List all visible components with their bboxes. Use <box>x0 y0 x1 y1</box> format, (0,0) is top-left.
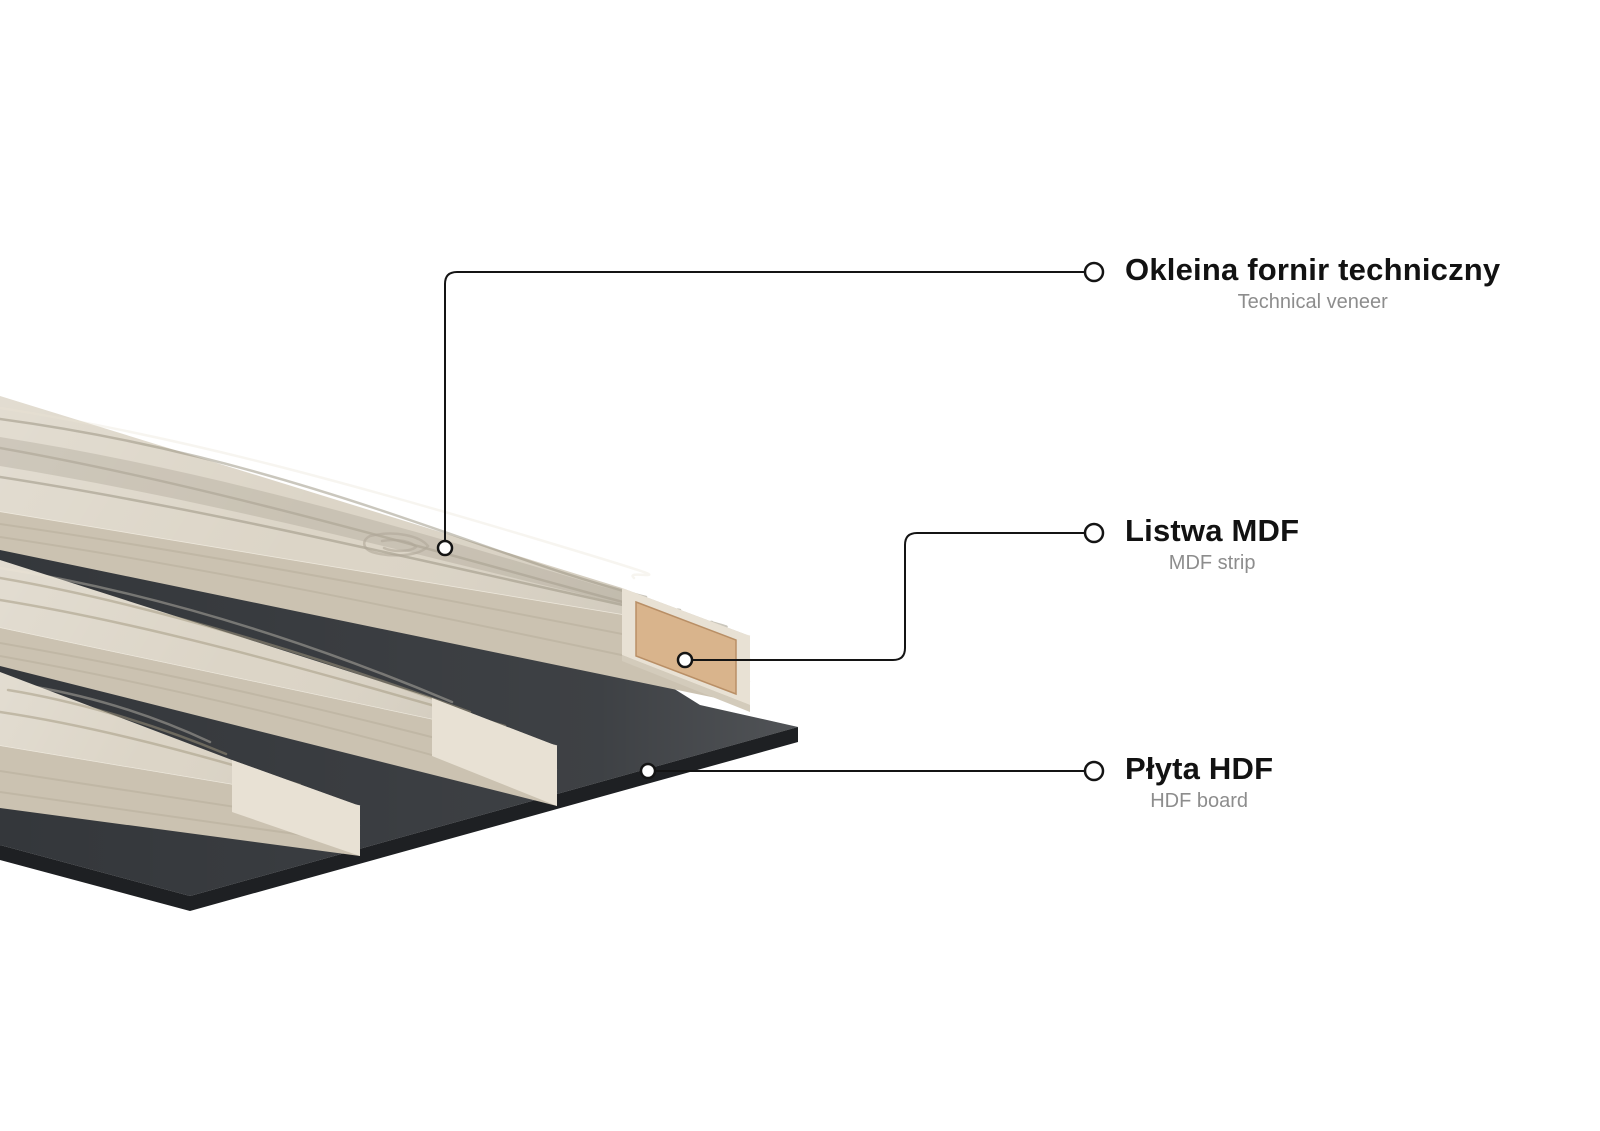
callout-hdf-title: Płyta HDF <box>1125 751 1274 786</box>
slat-middle-front-face <box>0 628 557 806</box>
callout-mdf-anchor-dot <box>676 651 694 669</box>
slat-back <box>0 396 751 712</box>
slat-middle-end-face <box>432 698 557 806</box>
mdf-core <box>635 600 737 696</box>
slat-front-end-face <box>232 760 360 856</box>
callout-label-veneer: Okleina fornir techniczny Technical vene… <box>1125 253 1500 314</box>
callout-lines <box>436 261 1105 782</box>
slat-front-top-sheen <box>0 672 360 806</box>
callout-hdf-end-dot <box>1083 760 1105 782</box>
callout-hdf-anchor-dot <box>639 762 657 780</box>
slat-middle <box>0 560 558 806</box>
slat-front <box>0 672 361 856</box>
slat-back-wood-grain <box>0 406 728 628</box>
slat-back-front-face <box>0 512 750 705</box>
callout-hdf-subtitle: HDF board <box>1150 790 1249 812</box>
callout-mdf-line <box>684 532 1086 661</box>
callout-mdf-end-dot <box>1083 522 1105 544</box>
callout-mdf <box>676 522 1105 669</box>
callout-mdf-subtitle: MDF strip <box>1168 552 1256 574</box>
callout-veneer-anchor-dot <box>436 539 454 557</box>
callout-veneer-subtitle: Technical veneer <box>1237 291 1388 313</box>
slat-back-top-sheen <box>0 396 750 636</box>
callout-label-hdf: Płyta HDF HDF board <box>1125 752 1273 813</box>
callout-veneer-title: Okleina fornir techniczny <box>1125 252 1501 287</box>
callout-mdf-title: Listwa MDF <box>1125 513 1300 548</box>
callout-veneer <box>436 261 1105 557</box>
slat-back-veneer-lip <box>622 655 750 712</box>
callout-veneer-line <box>444 271 1086 549</box>
callout-hdf <box>639 760 1105 782</box>
callout-veneer-end-dot <box>1083 261 1105 283</box>
slat-front-front-face <box>0 746 360 856</box>
callout-label-mdf: Listwa MDF MDF strip <box>1125 514 1299 575</box>
slat-middle-top-sheen <box>0 560 557 746</box>
